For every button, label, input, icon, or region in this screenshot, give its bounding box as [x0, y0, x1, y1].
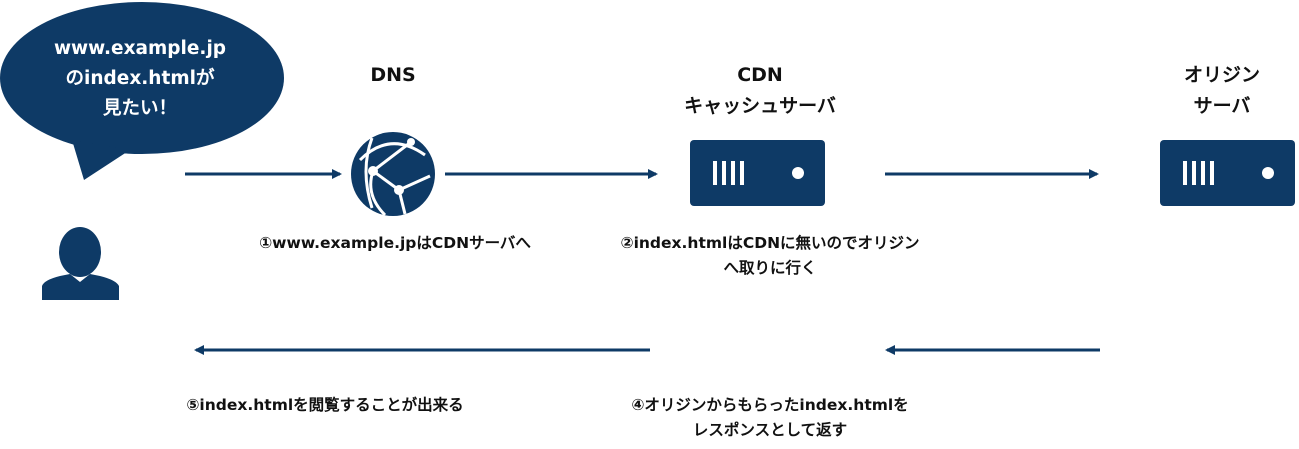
cdn-label-line: CDN — [737, 64, 783, 86]
step-5-text: ⑤index.htmlを閲覧することが出来る — [186, 393, 463, 418]
step-4-text: ④オリジンからもらったindex.htmlを レスポンスとして返す — [631, 393, 908, 443]
cdn-server-icon — [690, 140, 825, 206]
speech-bubble-text: www.example.jp のindex.htmlが 見たい！ — [20, 34, 260, 124]
dns-label: DNS — [370, 64, 416, 86]
bubble-line: 見たい！ — [102, 98, 177, 119]
origin-label-line: オリジン — [1183, 64, 1261, 86]
speech-bubble — [0, 2, 284, 180]
step-2-text: ②index.htmlはCDNに無いのでオリジン へ取りに行く — [620, 231, 919, 281]
step-line: ②index.htmlはCDNに無いのでオリジン — [620, 234, 920, 252]
origin-label: オリジン サーバ — [1184, 60, 1260, 122]
step-1-text: ①www.example.jpはCDNサーバへ — [259, 231, 531, 256]
step-line: ⑤index.htmlを閲覧することが出来る — [186, 396, 464, 414]
origin-server-icon — [1160, 140, 1295, 206]
bubble-line: のindex.htmlが — [65, 68, 215, 89]
cdn-label: CDN キャッシュサーバ — [684, 60, 836, 122]
step-line: レスポンスとして返す — [692, 421, 848, 439]
origin-label-line: サーバ — [1193, 95, 1251, 117]
cdn-label-line: キャッシュサーバ — [684, 95, 836, 117]
user-icon — [42, 227, 119, 300]
bubble-line: www.example.jp — [53, 38, 227, 59]
step-line: ④オリジンからもらったindex.htmlを — [631, 396, 909, 414]
step-line: へ取りに行く — [723, 259, 817, 277]
globe-network-icon — [351, 132, 435, 217]
step-line: ①www.example.jpはCDNサーバへ — [259, 234, 531, 252]
